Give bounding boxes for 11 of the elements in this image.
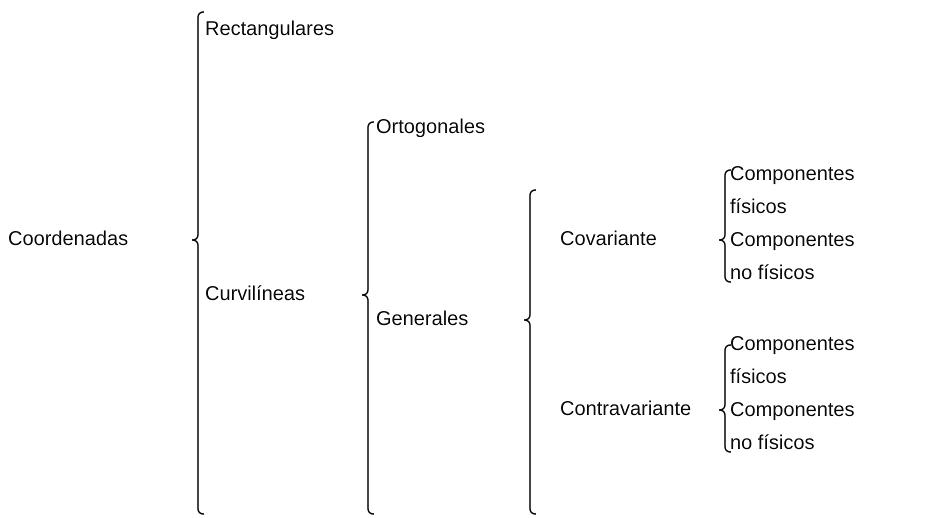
category-label: Generales — [376, 307, 468, 332]
category-label: Componentes no físicos — [730, 398, 856, 456]
category-label: Covariante — [560, 227, 657, 252]
category-label: Contravariante — [560, 397, 692, 422]
category-label: Curvilíneas — [205, 282, 306, 307]
category-label: Rectangulares — [205, 17, 334, 42]
category-label: Componentes físicos — [730, 162, 856, 220]
category-label: Componentes no físicos — [730, 228, 856, 286]
category-label: Componentes físicos — [730, 332, 856, 390]
category-label: Coordenadas — [8, 227, 128, 252]
category-label: Ortogonales — [376, 115, 485, 140]
